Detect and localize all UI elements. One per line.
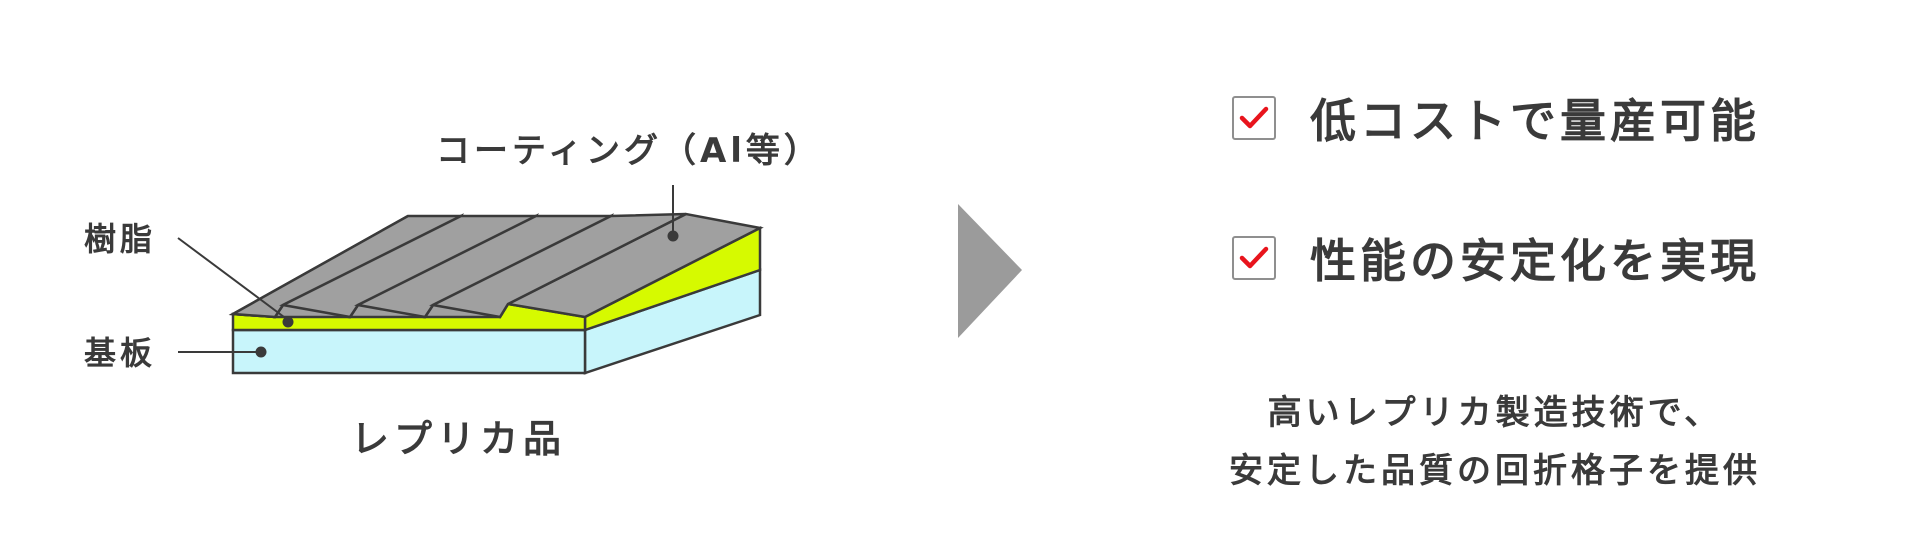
summary-line-1: 高いレプリカ製造技術で、 <box>1267 393 1723 433</box>
checkbox-checked-icon <box>1232 96 1276 140</box>
substrate-front <box>231 328 587 375</box>
checkbox-checked-icon <box>1232 236 1276 280</box>
grating-top-d <box>429 212 687 319</box>
benefit-item-1: 低コストで量産可能 <box>1232 88 1760 148</box>
benefit-text-2: 性能の安定化を実現 <box>1310 234 1760 288</box>
resin-leader <box>177 237 289 321</box>
product-label: レプリカ品 <box>351 417 566 461</box>
coating-leader-dot <box>667 230 679 242</box>
resin-leader-dot <box>282 316 294 328</box>
arrow-right-icon <box>958 204 1022 338</box>
substrate-leader-dot <box>255 346 267 358</box>
summary-line-2: 安定した品質の回折格子を提供 <box>1229 451 1761 491</box>
coating-label: コーティング（Al等） <box>436 131 822 171</box>
check-icon <box>1239 246 1269 269</box>
summary-text: 高いレプリカ製造技術で、 安定した品質の回折格子を提供 <box>1170 384 1820 500</box>
benefit-text-1: 低コストで量産可能 <box>1310 94 1760 148</box>
substrate-label: 基板 <box>84 334 156 372</box>
resin-label: 樹脂 <box>84 220 156 258</box>
check-icon <box>1239 106 1269 129</box>
benefit-item-2: 性能の安定化を実現 <box>1232 228 1760 288</box>
